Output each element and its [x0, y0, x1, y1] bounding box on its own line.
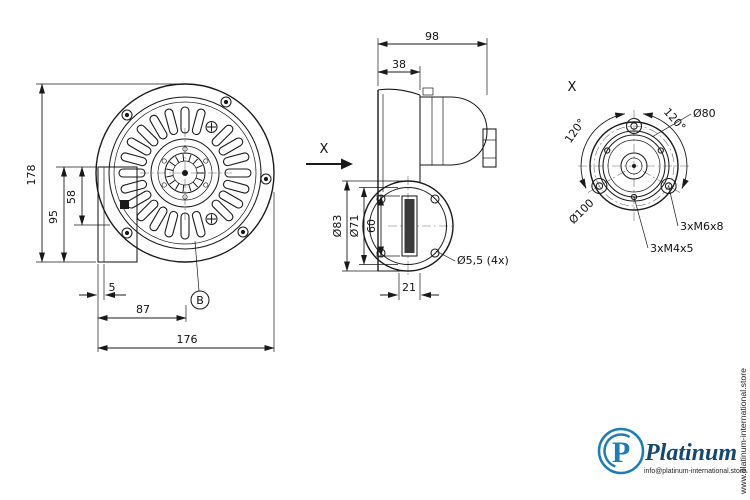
- side-view-dimensions: 98 38 Ø83 Ø71 60 21 Ø5,5 (4x): [331, 30, 509, 300]
- brand-website-vertical: www.platinum-international.store: [739, 367, 748, 495]
- dim-d100: Ø100: [566, 196, 596, 226]
- dim-38: 38: [392, 58, 406, 71]
- view-x-title: X: [568, 80, 577, 95]
- dim-58: 58: [65, 190, 78, 204]
- dim-d71: Ø71: [348, 215, 361, 238]
- view-direction-arrow: X: [306, 142, 353, 170]
- side-view: X: [306, 87, 497, 278]
- brand-logo: P: [597, 427, 645, 475]
- grille-screws: [205, 120, 218, 226]
- inlet-grille: [118, 106, 252, 240]
- view-x: X 120° 120° Ø80 Ø100: [562, 80, 723, 255]
- brand-name: Platinum: [644, 440, 737, 466]
- thread-note-m4: 3xM4x5: [650, 242, 694, 255]
- dim-d80: Ø80: [693, 107, 716, 120]
- dim-21: 21: [402, 281, 416, 294]
- dim-87: 87: [136, 303, 150, 316]
- logo-letter: P: [612, 436, 630, 469]
- dim-95: 95: [47, 210, 60, 224]
- branding: P Platinum info@platinum-international.s…: [597, 367, 748, 495]
- inlet-flange: [362, 180, 454, 272]
- dim-178: 178: [25, 165, 38, 186]
- dim-98: 98: [425, 30, 439, 43]
- angle-120-left: 120°: [562, 116, 588, 145]
- thread-note-m6: 3xM6x8: [680, 220, 724, 233]
- balloon-b: B: [190, 240, 210, 310]
- dim-60: 60: [365, 219, 378, 233]
- view-direction-x-label: X: [320, 142, 329, 157]
- holes-note: Ø5,5 (4x): [457, 254, 509, 267]
- motor-side: [420, 96, 497, 168]
- mounting-bracket: [97, 166, 138, 263]
- dim-d83: Ø83: [331, 215, 344, 238]
- front-view-dimensions: 178 95 58 5 87 176: [25, 83, 275, 352]
- motor-hub: [150, 138, 220, 208]
- balloon-b-label: B: [196, 294, 204, 307]
- dim-176: 176: [177, 333, 198, 346]
- housing-screws: [121, 96, 272, 239]
- brand-email: info@platinum-international.store: [644, 466, 746, 475]
- front-view: B: [95, 83, 275, 310]
- dim-5: 5: [109, 281, 116, 294]
